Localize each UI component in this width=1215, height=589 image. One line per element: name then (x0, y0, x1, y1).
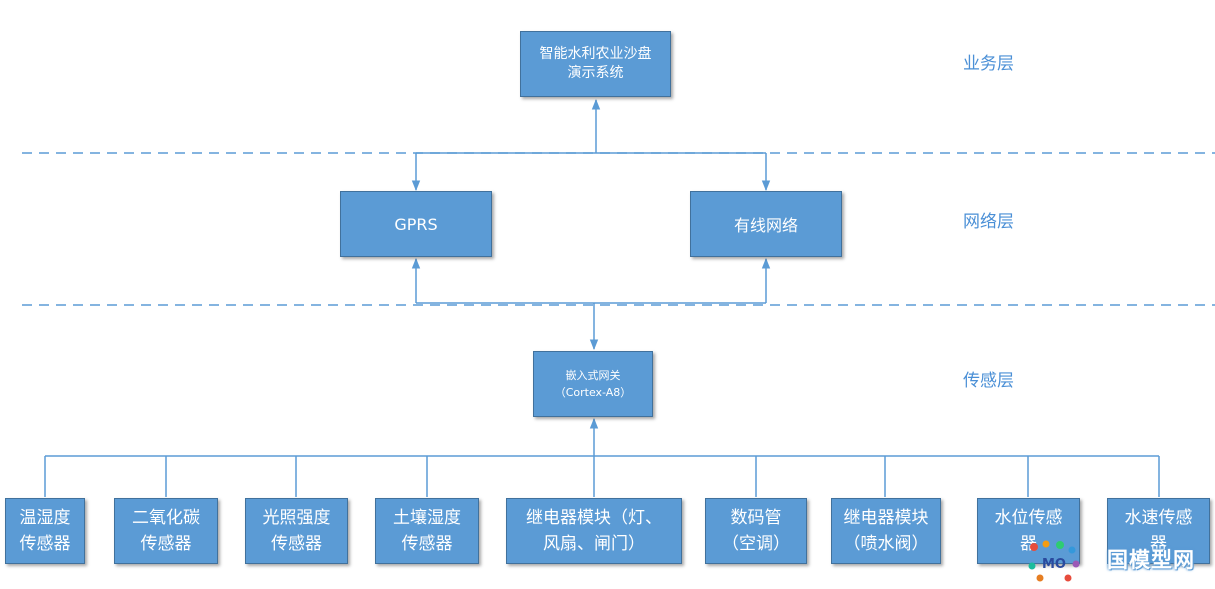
sensor-box-soil-moisture: 土壤湿度 传感器 (375, 498, 479, 564)
sensor-label-line1: 温湿度 (19, 508, 71, 528)
gateway-box: 嵌入式网关 （Cortex-A8） (533, 351, 653, 417)
sensor-label-line2: 传感器 (140, 534, 192, 554)
sensor-box-light: 光照强度 传感器 (245, 498, 348, 564)
relay-label-line2: 风扇、闸门） (543, 534, 645, 554)
digital-tube-box: 数码管 （空调） (705, 498, 807, 564)
watermark-logo-text: MO (1042, 557, 1066, 572)
layer-label-business: 业务层 (963, 54, 1014, 74)
sensor-label-line1: 水位传感 (994, 508, 1063, 528)
system-label-line1: 智能水利农业沙盘 (539, 46, 652, 62)
gateway-label-line2: （Cortex-A8） (554, 386, 632, 399)
sensor-box-co2: 二氧化碳 传感器 (114, 498, 218, 564)
wired-network-box: 有线网络 (690, 191, 842, 257)
layer-label-network: 网络层 (963, 212, 1014, 232)
sensor-label-line1: 二氧化碳 (132, 508, 200, 528)
relay-box-light-fan-gate: 继电器模块（灯、 风扇、闸门） (506, 498, 682, 564)
watermark-text: 国模型网 (1107, 548, 1195, 572)
gprs-label: GPRS (394, 214, 438, 234)
sensor-label-line2: 传感器 (19, 534, 71, 554)
sensor-label-line1: 水速传感 (1124, 508, 1193, 528)
relay-label-line1: 继电器模块（灯、 (526, 508, 662, 528)
sensor-label-line2: 器 (1150, 534, 1167, 554)
sensor-label-line2: 传感器 (401, 534, 453, 554)
watermark: MO 国模型网 (1024, 538, 1215, 589)
sensor-label-line1: 光照强度 (262, 508, 331, 528)
layer-label-sensing: 传感层 (963, 371, 1014, 391)
digital-tube-label-line2: （空调） (722, 534, 790, 554)
system-box: 智能水利农业沙盘 演示系统 (520, 31, 671, 97)
system-label-line2: 演示系统 (567, 65, 624, 81)
watermark-logo-icon: MO (1028, 540, 1080, 582)
sensor-box-water-level: 水位传感 器 (977, 498, 1080, 564)
relay-label-line1: 继电器模块 (843, 508, 929, 528)
gateway-label-line1: 嵌入式网关 (565, 369, 621, 382)
relay-box-sprinkler: 继电器模块 （喷水阀） (831, 498, 941, 564)
sensor-box-temp-humidity: 温湿度 传感器 (5, 498, 85, 564)
digital-tube-label-line1: 数码管 (730, 508, 782, 528)
wired-network-label: 有线网络 (733, 216, 798, 235)
relay-label-line2: （喷水阀） (843, 534, 929, 554)
sensor-label-line2: 传感器 (271, 534, 322, 554)
sensor-box-water-speed: 水速传感 器 (1107, 498, 1210, 564)
gprs-box: GPRS (340, 191, 492, 257)
sensor-label-line1: 土壤湿度 (393, 508, 461, 528)
